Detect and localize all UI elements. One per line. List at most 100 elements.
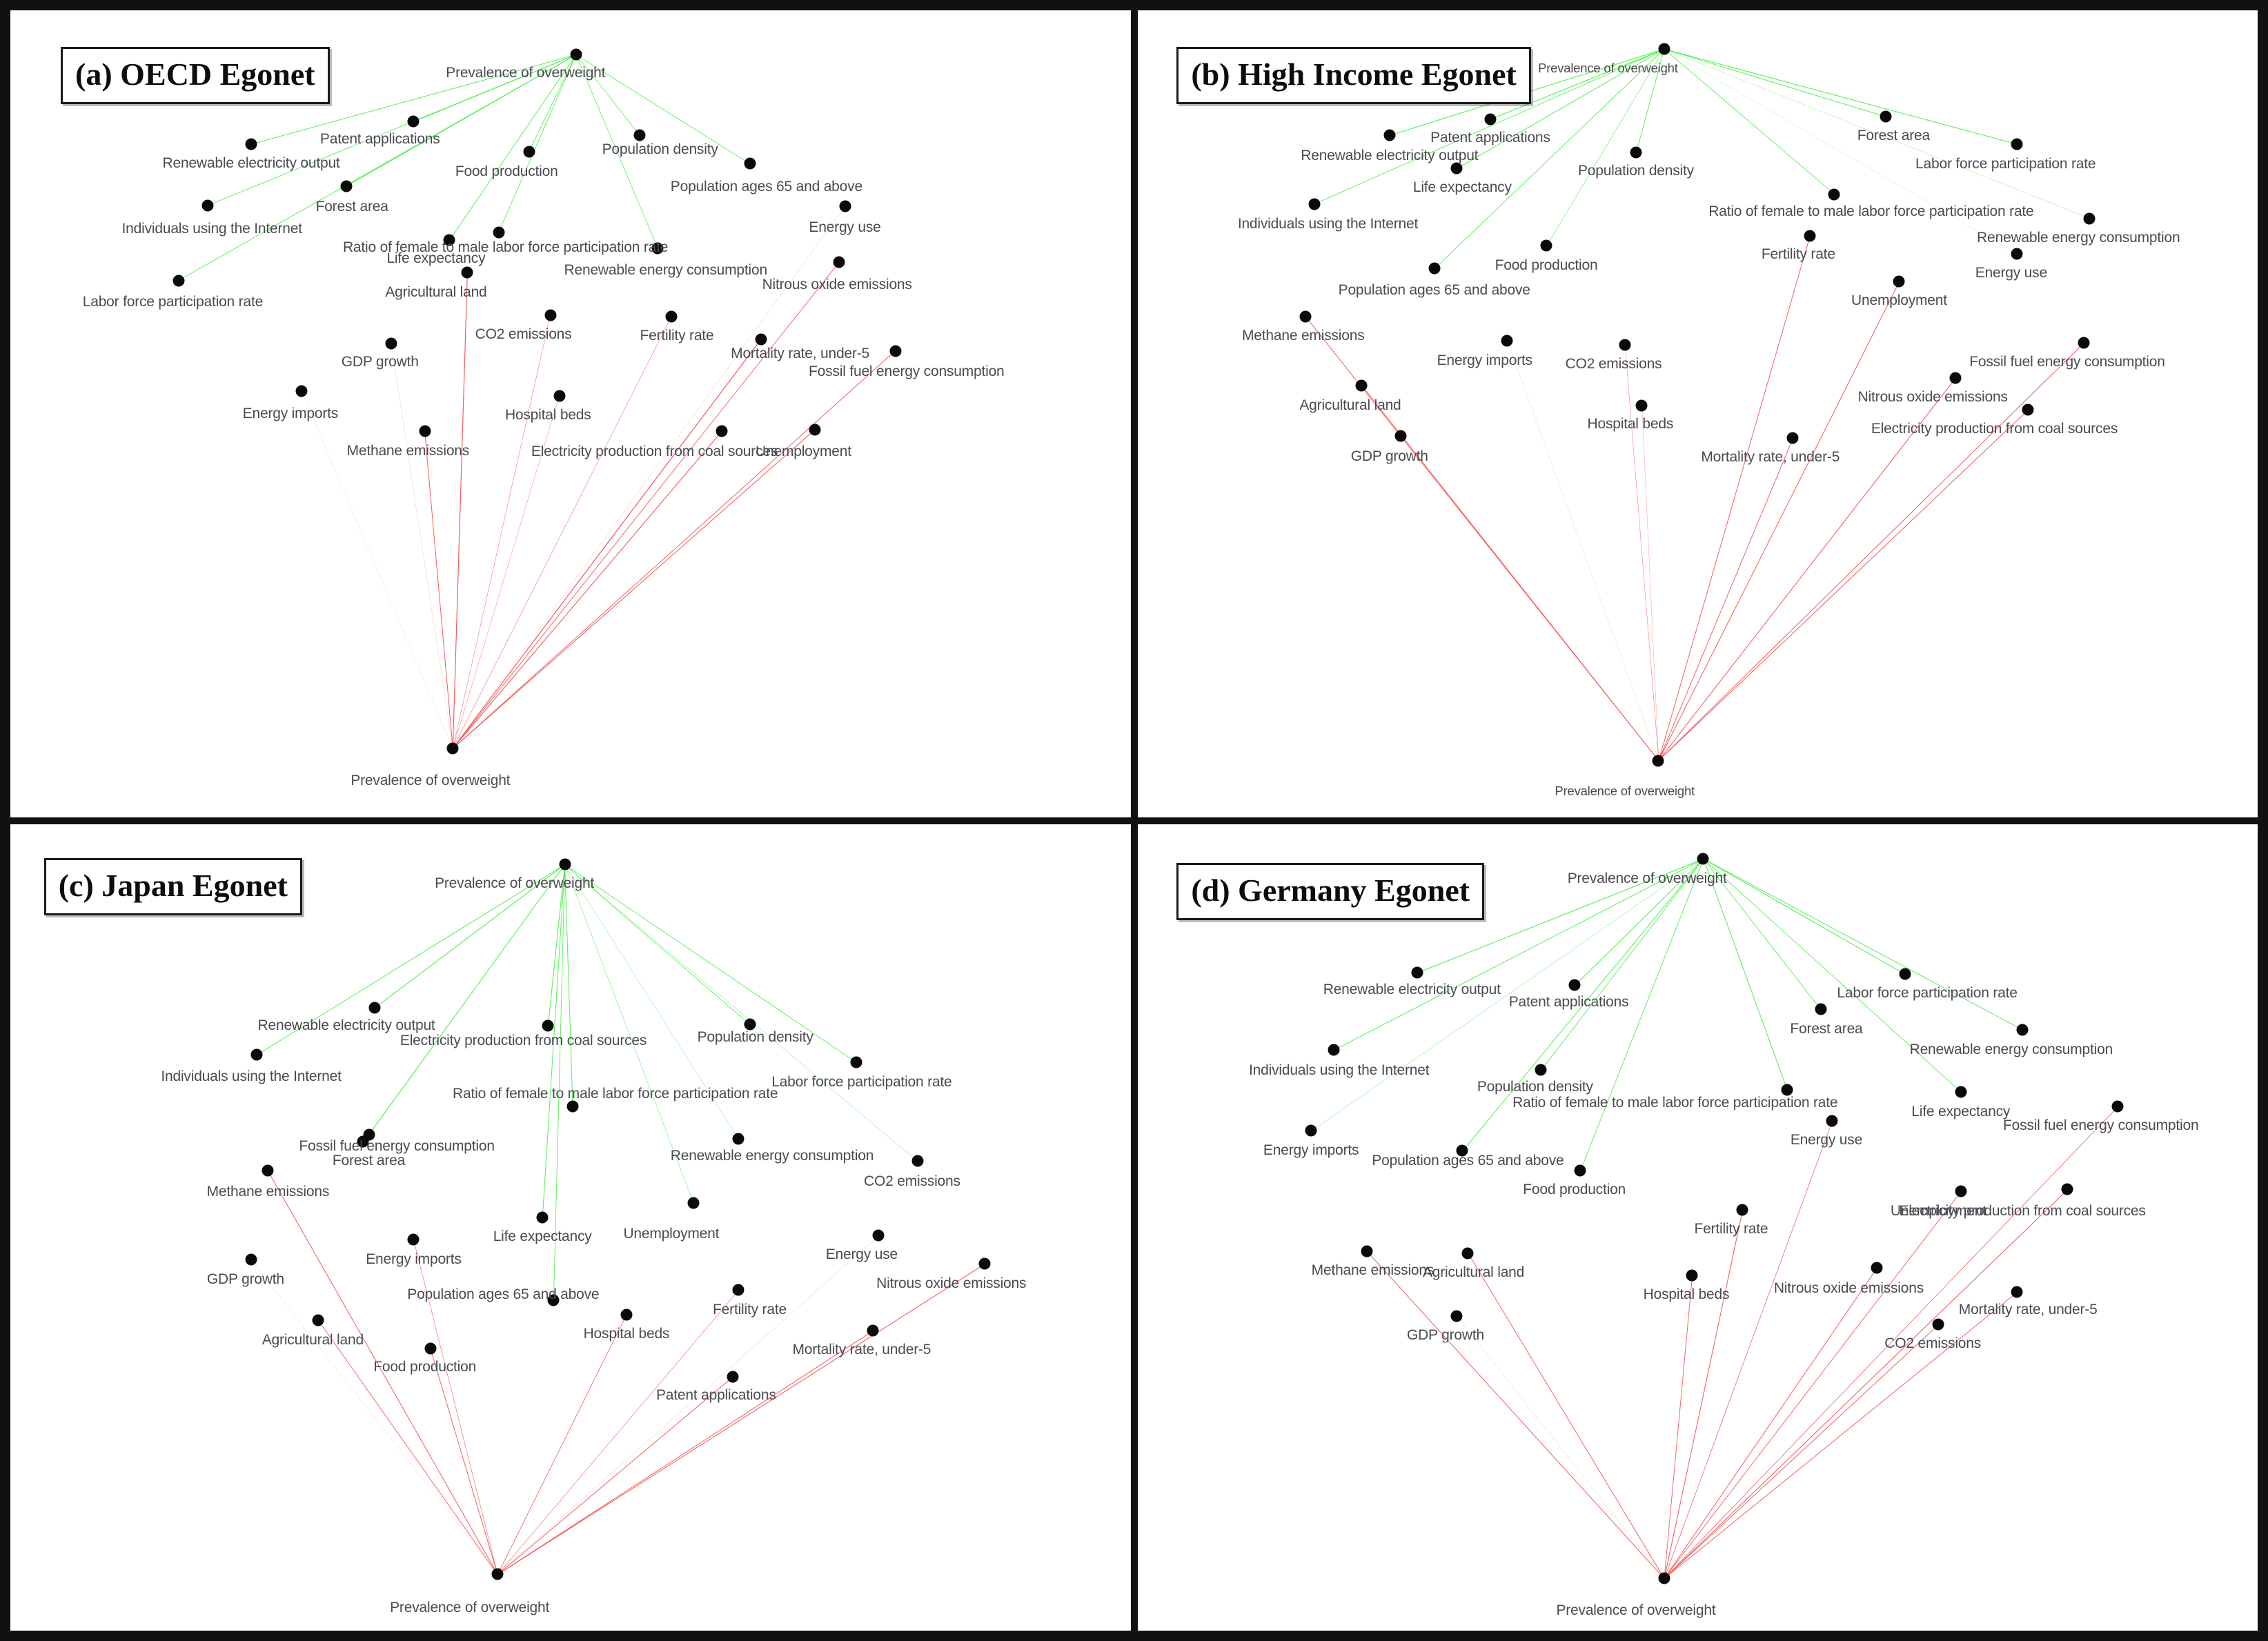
node-dot[interactable] bbox=[523, 146, 535, 158]
hub-node-top[interactable] bbox=[1658, 43, 1670, 55]
node-dot[interactable] bbox=[872, 1229, 885, 1242]
node-dot[interactable] bbox=[1411, 966, 1423, 979]
node-dot[interactable] bbox=[2111, 1100, 2124, 1113]
node-dot[interactable] bbox=[744, 1018, 756, 1031]
node-dot[interactable] bbox=[1736, 1204, 1748, 1216]
node-dot[interactable] bbox=[1949, 372, 1962, 384]
node-dot[interactable] bbox=[1619, 339, 1631, 351]
node-dot[interactable] bbox=[1328, 1044, 1340, 1056]
node-dot[interactable] bbox=[1826, 1115, 1838, 1127]
node-dot[interactable] bbox=[357, 1135, 369, 1148]
node-dot[interactable] bbox=[633, 129, 646, 141]
node-dot[interactable] bbox=[245, 138, 257, 150]
node-dot[interactable] bbox=[172, 275, 185, 287]
node-dot[interactable] bbox=[1815, 1003, 1827, 1015]
node-dot[interactable] bbox=[407, 1233, 420, 1246]
node-dot[interactable] bbox=[651, 242, 664, 255]
node-dot[interactable] bbox=[1899, 968, 1911, 980]
node-dot[interactable] bbox=[1635, 399, 1648, 412]
node-dot[interactable] bbox=[1786, 432, 1799, 444]
node-dot[interactable] bbox=[424, 1342, 437, 1355]
node-dot[interactable] bbox=[340, 180, 353, 192]
node-dot[interactable] bbox=[911, 1155, 924, 1167]
node-dot[interactable] bbox=[1355, 379, 1368, 392]
node-dot[interactable] bbox=[312, 1314, 324, 1326]
node-dot[interactable] bbox=[544, 309, 557, 321]
hub-node-bottom[interactable] bbox=[1658, 1572, 1670, 1584]
node-dot[interactable] bbox=[1880, 110, 1892, 123]
node-dot[interactable] bbox=[461, 266, 473, 279]
node-dot[interactable] bbox=[566, 1100, 579, 1113]
node-dot[interactable] bbox=[368, 1002, 381, 1014]
node-dot[interactable] bbox=[1535, 1064, 1547, 1076]
node-dot[interactable] bbox=[1574, 1164, 1586, 1177]
node-dot[interactable] bbox=[755, 333, 767, 346]
node-dot[interactable] bbox=[687, 1197, 700, 1209]
node-dot[interactable] bbox=[2022, 404, 2034, 416]
hub-node-top[interactable] bbox=[570, 48, 582, 61]
node-dot[interactable] bbox=[2061, 1183, 2073, 1195]
node-dot[interactable] bbox=[716, 425, 728, 437]
node-dot[interactable] bbox=[732, 1284, 745, 1296]
node-dot[interactable] bbox=[407, 115, 420, 128]
node-dot[interactable] bbox=[2011, 248, 2023, 260]
node-dot[interactable] bbox=[2016, 1024, 2029, 1036]
node-dot[interactable] bbox=[978, 1257, 991, 1270]
node-dot[interactable] bbox=[1893, 275, 1905, 288]
hub-node-top[interactable] bbox=[1697, 853, 1709, 865]
node-dot[interactable] bbox=[2011, 138, 2023, 150]
node-dot[interactable] bbox=[1461, 1247, 1474, 1260]
node-dot[interactable] bbox=[295, 385, 308, 397]
node-dot[interactable] bbox=[1299, 310, 1312, 323]
hub-node-top[interactable] bbox=[559, 858, 571, 871]
node-dot[interactable] bbox=[1394, 430, 1407, 442]
node-dot[interactable] bbox=[443, 234, 455, 246]
node-dot[interactable] bbox=[665, 310, 678, 323]
node-dot[interactable] bbox=[732, 1133, 745, 1145]
node-dot[interactable] bbox=[419, 425, 431, 437]
node-dot[interactable] bbox=[727, 1371, 739, 1383]
node-dot[interactable] bbox=[1540, 239, 1552, 252]
node-dot[interactable] bbox=[809, 424, 821, 436]
hub-node-bottom[interactable] bbox=[491, 1568, 504, 1580]
node-dot[interactable] bbox=[1383, 129, 1396, 141]
node-dot[interactable] bbox=[250, 1048, 263, 1061]
node-dot[interactable] bbox=[1450, 1310, 1463, 1322]
node-dot[interactable] bbox=[245, 1253, 257, 1266]
node-dot[interactable] bbox=[1308, 198, 1321, 210]
node-dot[interactable] bbox=[1955, 1086, 1967, 1098]
node-dot[interactable] bbox=[1781, 1084, 1793, 1096]
node-dot[interactable] bbox=[867, 1324, 879, 1337]
node-dot[interactable] bbox=[542, 1020, 554, 1032]
node-dot[interactable] bbox=[1456, 1144, 1468, 1157]
node-dot[interactable] bbox=[1428, 262, 1441, 275]
node-dot[interactable] bbox=[744, 157, 756, 170]
node-dot[interactable] bbox=[1305, 1124, 1317, 1137]
node-dot[interactable] bbox=[1501, 335, 1513, 347]
node-dot[interactable] bbox=[1955, 1185, 1967, 1197]
hub-node-bottom[interactable] bbox=[446, 742, 459, 755]
node-dot[interactable] bbox=[1686, 1269, 1698, 1282]
node-dot[interactable] bbox=[1630, 146, 1642, 159]
node-dot[interactable] bbox=[201, 199, 214, 212]
node-dot[interactable] bbox=[833, 256, 845, 268]
node-dot[interactable] bbox=[536, 1211, 549, 1224]
node-dot[interactable] bbox=[553, 390, 565, 402]
node-dot[interactable] bbox=[547, 1294, 560, 1306]
node-dot[interactable] bbox=[2011, 1286, 2023, 1298]
node-dot[interactable] bbox=[889, 345, 902, 357]
node-dot[interactable] bbox=[262, 1164, 274, 1177]
node-dot[interactable] bbox=[1804, 230, 1816, 242]
node-dot[interactable] bbox=[1484, 113, 1497, 126]
node-dot[interactable] bbox=[2078, 337, 2090, 349]
node-dot[interactable] bbox=[1932, 1318, 1944, 1331]
hub-node-bottom[interactable] bbox=[1652, 755, 1664, 767]
node-dot[interactable] bbox=[1871, 1262, 1883, 1274]
node-dot[interactable] bbox=[385, 337, 397, 350]
node-dot[interactable] bbox=[839, 200, 851, 212]
node-dot[interactable] bbox=[1361, 1245, 1373, 1257]
node-dot[interactable] bbox=[2083, 212, 2096, 225]
node-dot[interactable] bbox=[1450, 162, 1463, 175]
node-dot[interactable] bbox=[620, 1309, 633, 1321]
node-dot[interactable] bbox=[1828, 188, 1840, 201]
